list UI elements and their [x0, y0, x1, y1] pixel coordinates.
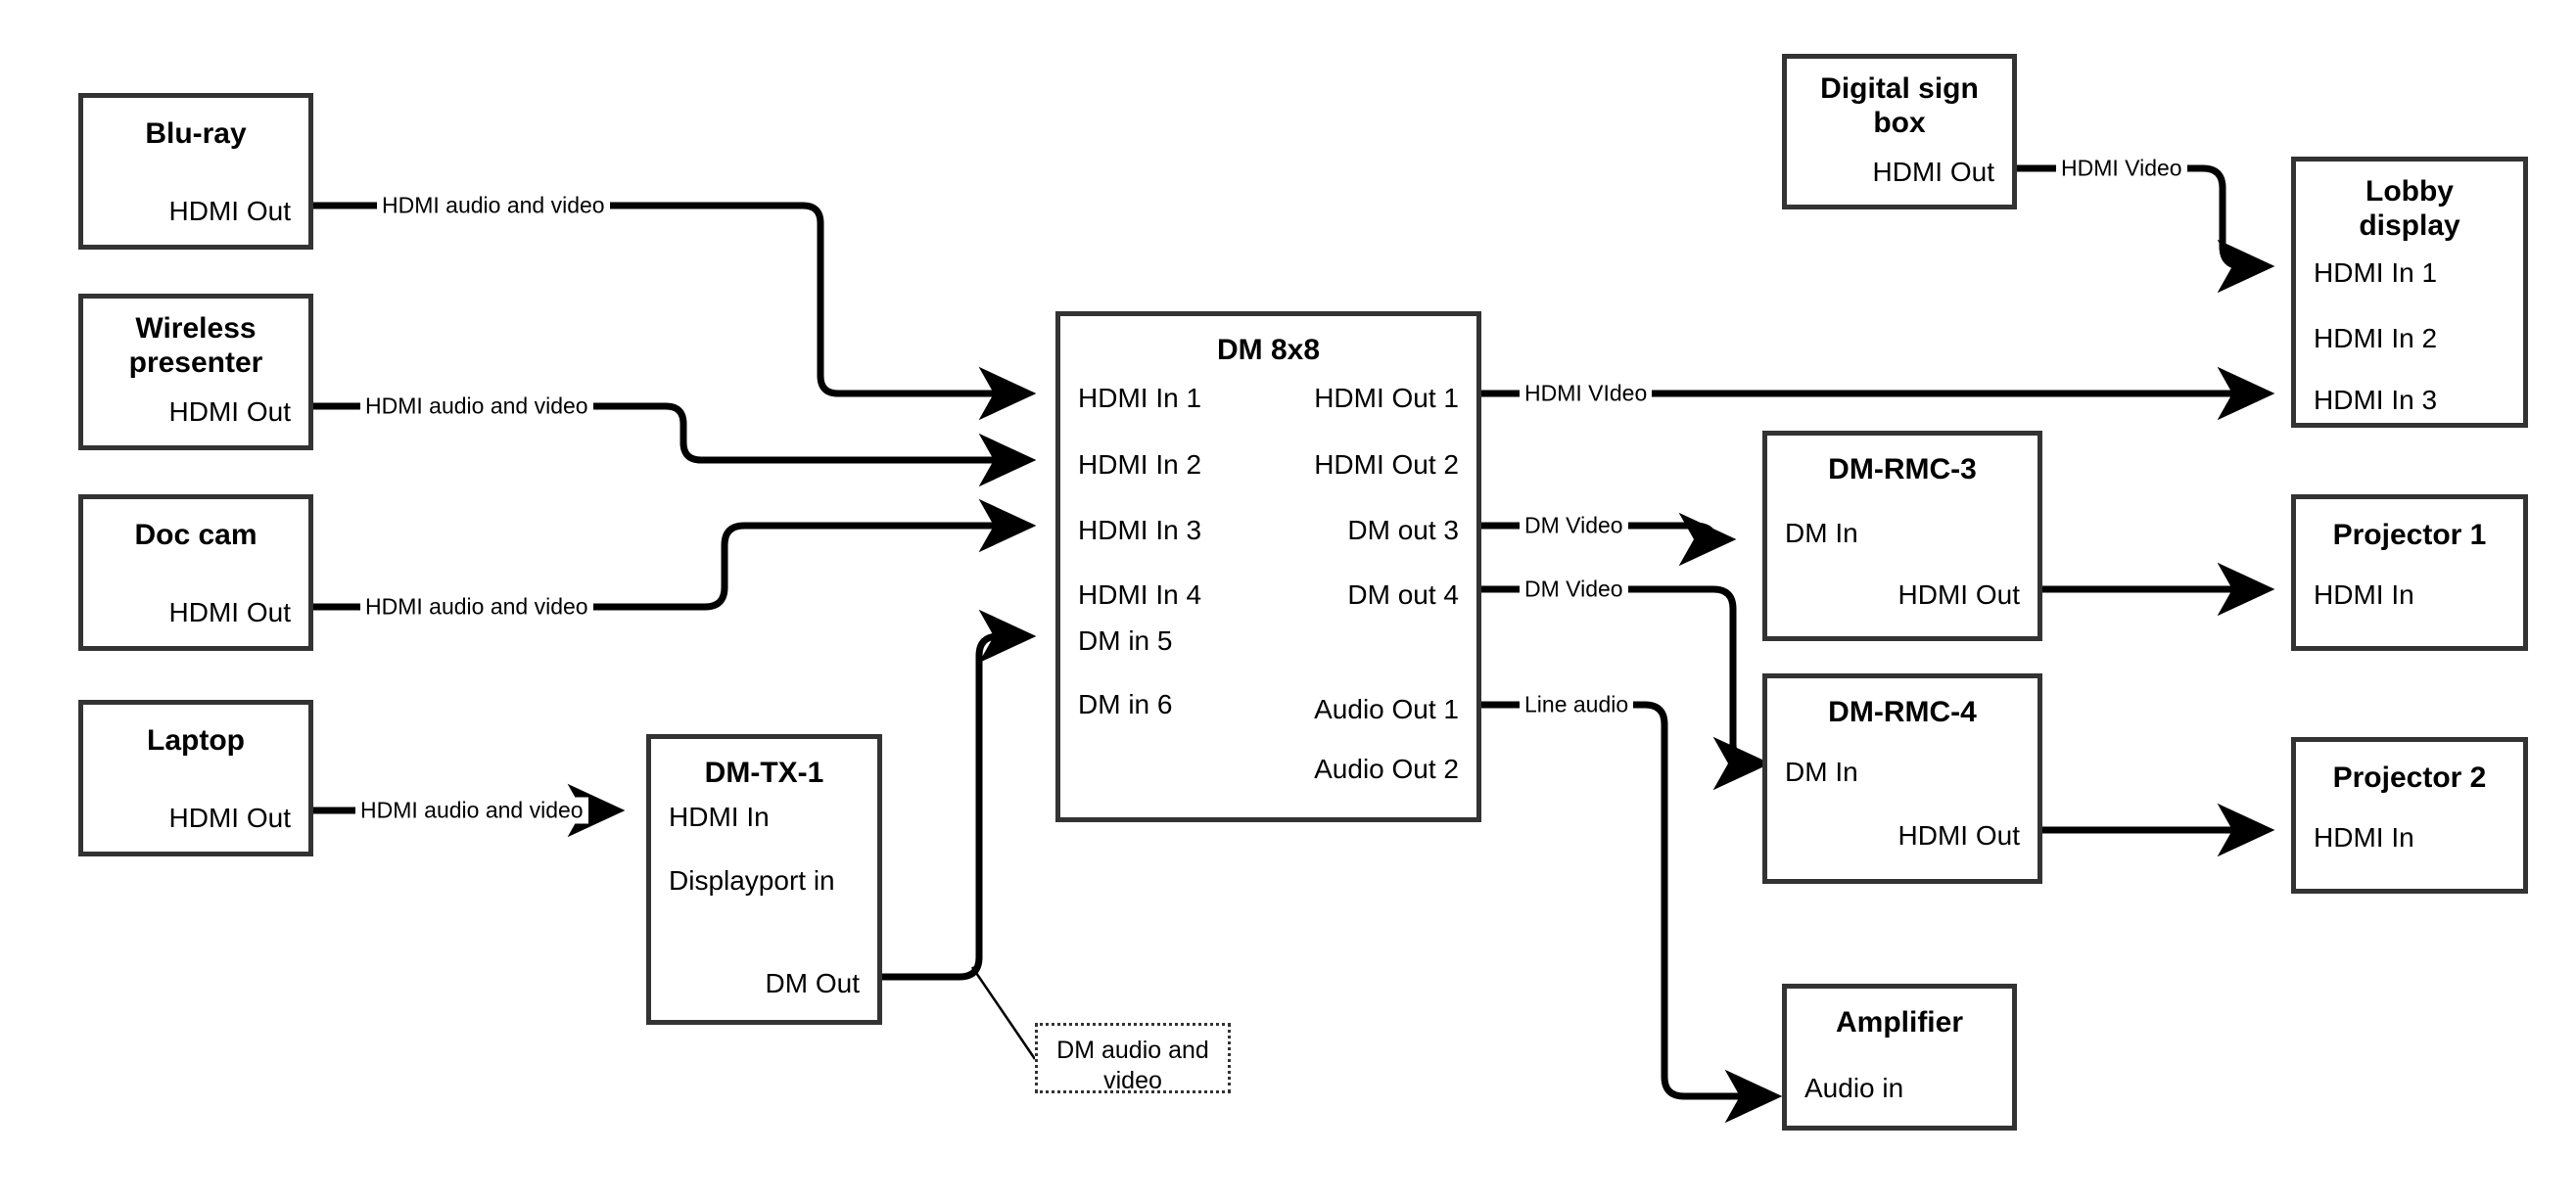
- node-dm-8x8-port-hdmi-in-1: HDMI In 1: [1078, 383, 1202, 413]
- node-wireless-presenter-port-hdmi-out: HDMI Out: [168, 396, 291, 427]
- node-doc-cam-title: Doc cam: [134, 519, 258, 551]
- node-doc-cam[interactable]: Doc cam HDMI Out: [78, 494, 313, 651]
- wire-label-dm8x8-out4-to-dmrmc4: DM Video: [1520, 576, 1628, 603]
- node-lobby-display-title: Lobby display: [2359, 175, 2460, 242]
- node-projector-2-port-hdmi-in: HDMI In: [2314, 822, 2414, 853]
- wire-bluray-to-dm8x8-in1: [313, 202, 1037, 421]
- wire-label-bluray-to-dm8x8: HDMI audio and video: [377, 192, 610, 219]
- node-lobby-display-port-hdmi-in-1: HDMI In 1: [2314, 257, 2438, 288]
- node-lobby-display[interactable]: Lobby display HDMI In 1 HDMI In 2 HDMI I…: [2291, 157, 2528, 428]
- wire-label-laptop-to-dmtx1: HDMI audio and video: [355, 797, 588, 824]
- node-dm-8x8-port-audio-out-1: Audio Out 1: [1314, 694, 1459, 724]
- wire-label-doccam-to-dm8x8: HDMI audio and video: [360, 593, 593, 621]
- node-dm-rmc-4-title: DM-RMC-4: [1828, 696, 1977, 728]
- node-digital-sign-box[interactable]: Digital sign box HDMI Out: [1782, 54, 2017, 209]
- node-digital-sign-box-port-hdmi-out: HDMI Out: [1872, 157, 1994, 187]
- node-projector-1-title: Projector 1: [2332, 519, 2487, 551]
- node-lobby-display-port-hdmi-in-2: HDMI In 2: [2314, 323, 2438, 353]
- node-dm-8x8-port-dm-out-3: DM out 3: [1347, 515, 1459, 545]
- node-laptop-title: Laptop: [147, 724, 245, 757]
- node-laptop[interactable]: Laptop HDMI Out: [78, 700, 313, 856]
- node-projector-2-title: Projector 2: [2332, 762, 2487, 794]
- node-dm-rmc-4-port-hdmi-out: HDMI Out: [1897, 820, 2020, 851]
- node-dm-8x8-port-dm-in-6: DM in 6: [1078, 689, 1173, 719]
- node-bluray-port-hdmi-out: HDMI Out: [168, 196, 291, 226]
- node-projector-1[interactable]: Projector 1 HDMI In: [2291, 494, 2528, 651]
- node-dm-8x8-port-hdmi-out-2: HDMI Out 2: [1314, 449, 1459, 480]
- node-dm-8x8-port-audio-out-2: Audio Out 2: [1314, 754, 1459, 784]
- node-digital-sign-box-title: Digital sign box: [1820, 72, 1979, 139]
- callout-dm-audio-and-video-text: DM audio and video: [1056, 1037, 1209, 1095]
- node-projector-1-port-hdmi-in: HDMI In: [2314, 579, 2414, 610]
- node-dm-tx-1-port-dm-out: DM Out: [765, 968, 860, 998]
- wire-dm8x8-out4-to-dmrmc4: [1481, 585, 1771, 791]
- wire-label-digitalsign-to-lobby: HDMI Video: [2056, 155, 2187, 182]
- callout-dm-audio-and-video: DM audio and video: [1035, 1023, 1231, 1094]
- node-dm-tx-1-port-hdmi-in: HDMI In: [669, 802, 770, 832]
- wire-label-wireless-to-dm8x8: HDMI audio and video: [360, 393, 593, 420]
- node-dm-tx-1[interactable]: DM-TX-1 HDMI In Displayport in DM Out: [646, 734, 882, 1025]
- node-dm-8x8-title: DM 8x8: [1216, 334, 1321, 366]
- node-lobby-display-port-hdmi-in-3: HDMI In 3: [2314, 385, 2438, 415]
- node-projector-2[interactable]: Projector 2 HDMI In: [2291, 737, 2528, 894]
- node-amplifier-title: Amplifier: [1835, 1006, 1964, 1039]
- node-bluray[interactable]: Blu-ray HDMI Out: [78, 93, 313, 250]
- node-dm-tx-1-port-displayport-in: Displayport in: [669, 865, 835, 896]
- wire-digitalsign-to-lobby-in1: [2017, 164, 2275, 294]
- wire-dm8x8-audioout1-to-amplifier: [1481, 701, 1783, 1124]
- node-amplifier-port-audio-in: Audio in: [1804, 1073, 1904, 1103]
- node-dm-8x8-port-hdmi-in-2: HDMI In 2: [1078, 449, 1202, 480]
- node-dm-rmc-3[interactable]: DM-RMC-3 DM In HDMI Out: [1762, 431, 2042, 641]
- node-doc-cam-port-hdmi-out: HDMI Out: [168, 597, 291, 627]
- node-bluray-title: Blu-ray: [145, 117, 247, 150]
- node-dm-8x8-port-hdmi-out-1: HDMI Out 1: [1314, 383, 1459, 413]
- node-dm-8x8-port-hdmi-in-3: HDMI In 3: [1078, 515, 1202, 545]
- node-dm-rmc-3-title: DM-RMC-3: [1828, 453, 1977, 485]
- node-dm-8x8-port-dm-out-4: DM out 4: [1347, 579, 1459, 610]
- node-dm-rmc-3-port-hdmi-out: HDMI Out: [1897, 579, 2020, 610]
- node-wireless-presenter[interactable]: Wireless presenter HDMI Out: [78, 294, 313, 450]
- wire-label-dm8x8-out1-to-lobby: HDMI VIdeo: [1520, 380, 1653, 407]
- node-dm-rmc-4[interactable]: DM-RMC-4 DM In HDMI Out: [1762, 673, 2042, 884]
- node-dm-8x8-port-dm-in-5: DM in 5: [1078, 625, 1173, 656]
- node-dm-8x8-port-hdmi-in-4: HDMI In 4: [1078, 579, 1202, 610]
- wire-label-dm8x8-out3-to-dmrmc3: DM Video: [1520, 512, 1628, 539]
- node-dm-rmc-3-port-dm-in: DM In: [1785, 518, 1858, 548]
- callout-leader-line: [970, 966, 1037, 1060]
- node-laptop-port-hdmi-out: HDMI Out: [168, 803, 291, 833]
- wire-dmtx1-to-dm8x8-in5: [882, 609, 1037, 981]
- node-wireless-presenter-title: Wireless presenter: [128, 312, 263, 379]
- node-dm-8x8[interactable]: DM 8x8 HDMI In 1 HDMI In 2 HDMI In 3 HDM…: [1055, 311, 1481, 822]
- wire-label-audioout1-to-amplifier: Line audio: [1520, 691, 1634, 718]
- node-dm-rmc-4-port-dm-in: DM In: [1785, 757, 1858, 787]
- node-dm-tx-1-title: DM-TX-1: [704, 757, 824, 789]
- node-amplifier[interactable]: Amplifier Audio in: [1782, 984, 2017, 1131]
